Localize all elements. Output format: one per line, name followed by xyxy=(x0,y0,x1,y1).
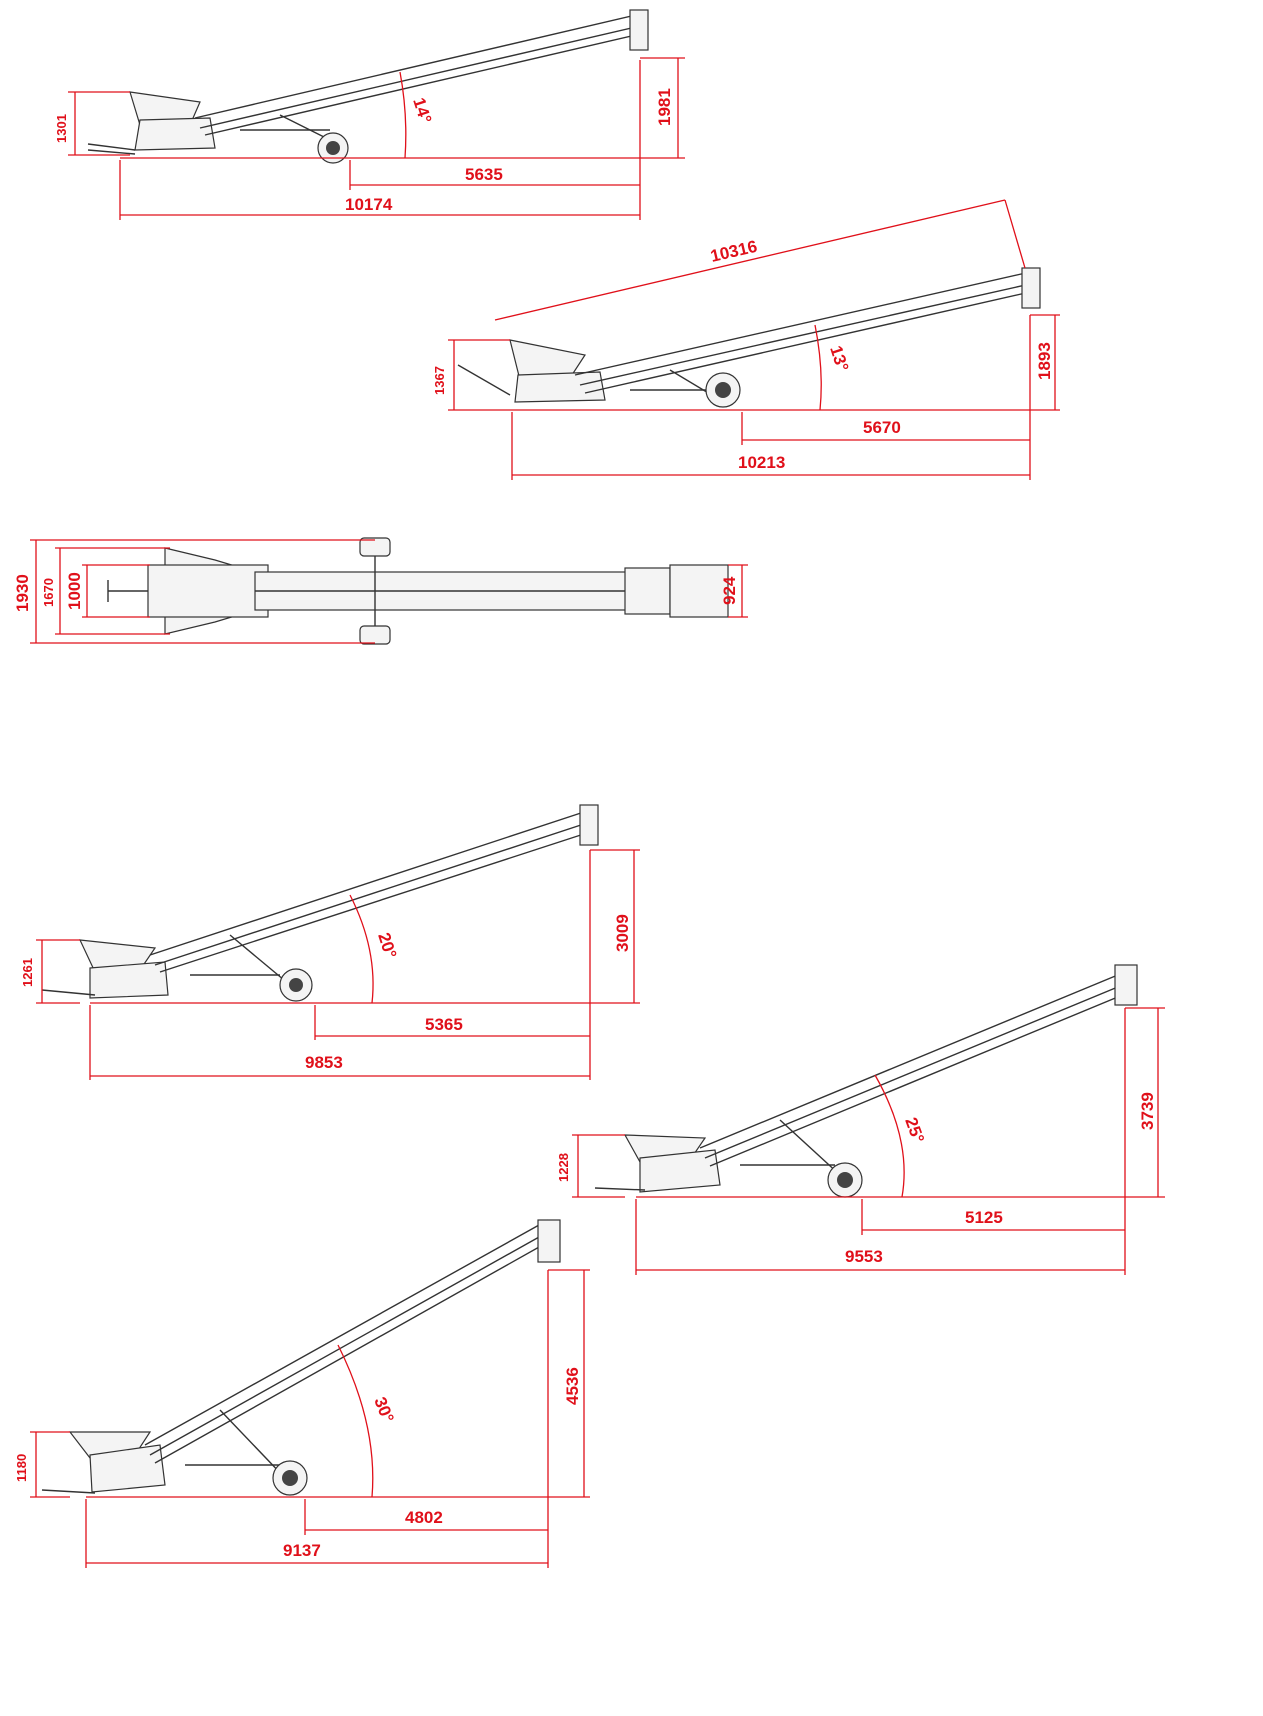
dim-horiz-total: 9553 xyxy=(845,1247,883,1266)
dim-horiz-wheel: 5635 xyxy=(465,165,503,184)
dim-horiz-total: 9853 xyxy=(305,1053,343,1072)
conveyor-equipment xyxy=(457,267,1041,408)
dim-height-top: 3009 xyxy=(613,914,632,952)
dim-angle: 14° xyxy=(409,95,435,126)
dim-height-top: 3739 xyxy=(1138,1092,1157,1130)
conveyor-equipment xyxy=(41,1219,561,1496)
dim-angle: 20° xyxy=(374,930,400,961)
dim-width-frame: 1670 xyxy=(41,578,56,607)
dim-length: 10316 xyxy=(709,237,759,266)
dim-height-hopper: 1180 xyxy=(14,1454,29,1482)
side-view-25deg: 1228 3739 25° 5125 9553 xyxy=(556,964,1165,1275)
dim-height-top: 4536 xyxy=(563,1367,582,1405)
dimension-lines xyxy=(68,57,685,220)
dimension-lines xyxy=(572,1007,1165,1275)
dim-width-hopper: 1000 xyxy=(65,572,84,610)
side-view-30deg: 1180 4536 30° 4802 9137 xyxy=(14,1219,590,1568)
top-view: 1930 1670 1000 924 xyxy=(13,537,748,645)
dim-horiz-wheel: 5125 xyxy=(965,1208,1003,1227)
dim-horiz-total: 9137 xyxy=(283,1541,321,1560)
dim-height-hopper: 1261 xyxy=(20,958,35,987)
dim-horiz-wheel: 4802 xyxy=(405,1508,443,1527)
dim-height-top: 1981 xyxy=(655,88,674,126)
dim-height-hopper: 1228 xyxy=(556,1153,571,1182)
dim-angle: 25° xyxy=(901,1115,928,1146)
conveyor-equipment xyxy=(87,9,649,164)
dim-angle: 13° xyxy=(826,343,852,374)
side-view-20deg: 1261 3009 20° 5365 9853 xyxy=(20,804,640,1080)
dim-horiz-wheel: 5670 xyxy=(863,418,901,437)
dimension-lines xyxy=(30,539,748,644)
dim-height-top: 1893 xyxy=(1035,342,1054,380)
side-view-13deg: 10316 1367 1893 13° 5670 10213 xyxy=(432,199,1060,480)
dim-height-hopper: 1367 xyxy=(432,366,447,395)
conveyor-equipment xyxy=(107,537,729,645)
dim-height-hopper: 1301 xyxy=(54,114,69,143)
dim-angle: 30° xyxy=(370,1394,397,1425)
dimension-lines xyxy=(448,199,1060,480)
dim-horiz-total: 10213 xyxy=(738,453,785,472)
side-view-14deg: 1301 1981 14° 5635 10174 xyxy=(54,9,685,220)
dim-horiz-wheel: 5365 xyxy=(425,1015,463,1034)
dim-width-overall: 1930 xyxy=(13,574,32,612)
dim-horiz-total: 10174 xyxy=(345,195,393,214)
dimension-lines xyxy=(36,849,640,1080)
conveyor-equipment xyxy=(41,804,599,1002)
dim-width-head: 924 xyxy=(720,576,739,605)
conveyor-equipment xyxy=(594,964,1138,1198)
dimension-lines xyxy=(30,1269,590,1568)
